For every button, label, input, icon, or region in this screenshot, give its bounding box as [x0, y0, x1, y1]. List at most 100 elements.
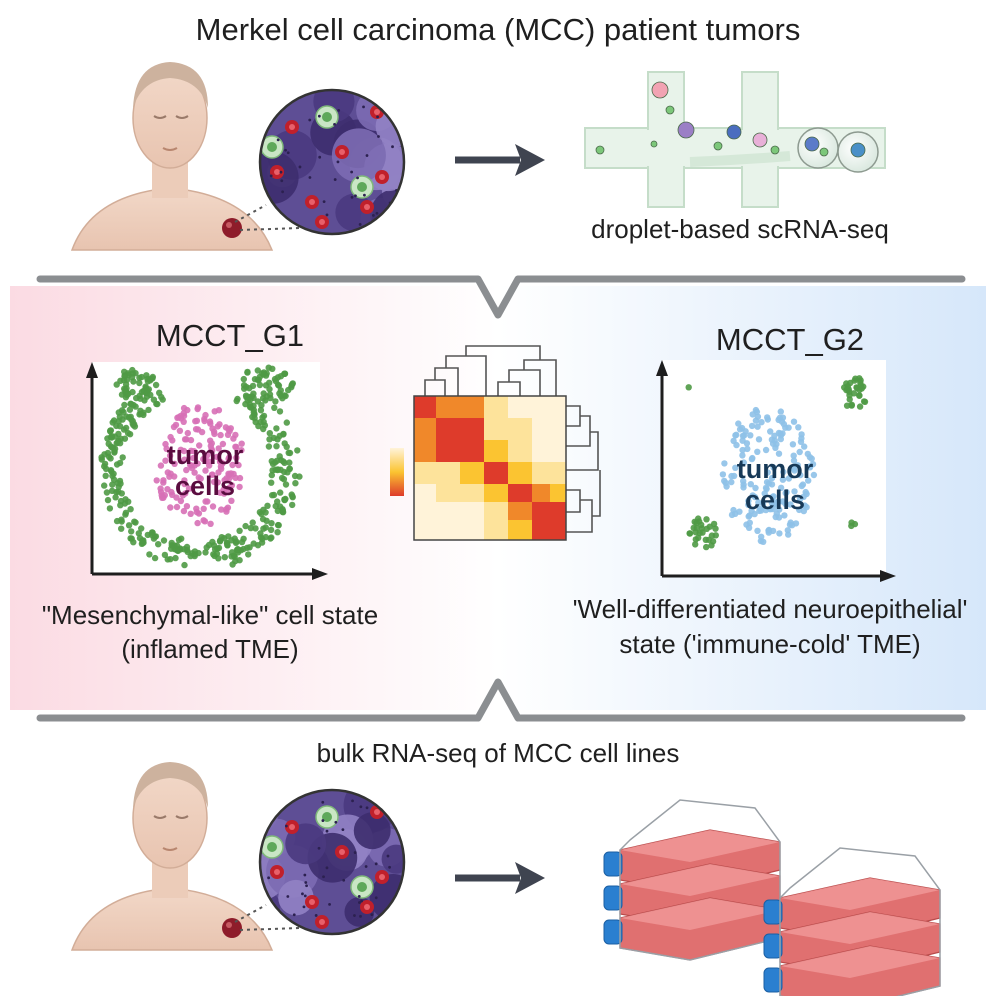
heatmap-cell [414, 418, 436, 440]
other-cell-point [127, 400, 134, 407]
tissue-speck [357, 895, 361, 898]
red-blood-cell [364, 204, 370, 210]
other-cell-point [187, 552, 194, 560]
other-cell-point [858, 385, 865, 392]
other-cell-point [708, 532, 716, 539]
tumor-cell-point [169, 437, 176, 444]
other-cell-point [257, 407, 265, 414]
tumor-cell-point [180, 418, 187, 425]
tumor-cell-point [202, 498, 209, 505]
tissue-speck [267, 876, 271, 880]
tissue-speck [333, 178, 337, 181]
tumor-cell-point [187, 436, 195, 444]
tissue-speck [358, 901, 361, 904]
other-cell-point [259, 395, 267, 402]
other-cell-point [127, 535, 134, 542]
heatmap-cell [550, 502, 566, 520]
other-cell-point [180, 546, 188, 553]
bottom-title: bulk RNA-seq of MCC cell lines [316, 738, 680, 768]
red-blood-cell [374, 109, 380, 115]
tissue-speck [314, 914, 318, 917]
heatmap-cell [484, 440, 508, 462]
tumor-cell-point [198, 428, 206, 436]
heatmap-cell [414, 520, 436, 540]
other-cell-point [260, 525, 267, 532]
tissue-speck [386, 854, 390, 858]
tumor-cell-point [752, 484, 759, 492]
heatmap-cell [508, 502, 532, 520]
heatmap-cell [508, 396, 532, 418]
tumor-cell-point [732, 432, 739, 439]
other-cell-point [289, 493, 296, 500]
heatmap-cell [460, 520, 484, 540]
other-cell-point [277, 466, 284, 473]
cell-particle [752, 132, 768, 148]
other-cell-point [138, 373, 145, 381]
other-cell-point [294, 447, 301, 454]
tissue-speck [364, 865, 368, 868]
heatmap-cell [436, 484, 460, 502]
red-blood-cell [374, 809, 380, 815]
heatmap-cell [460, 396, 484, 418]
heatmap-cell [550, 396, 566, 418]
tissue-speck [337, 108, 341, 112]
tumor-cell-point [765, 527, 772, 534]
other-cell-point [264, 502, 271, 509]
heatmap-cell [436, 396, 460, 418]
other-cell-point [110, 470, 117, 477]
tissue-speck [308, 118, 312, 122]
tumor-cell-point [194, 404, 202, 411]
other-cell-point [286, 459, 293, 466]
tumor-cell-point [202, 467, 209, 474]
heatmap-cell [460, 440, 484, 462]
tissue-speck [302, 905, 306, 909]
tumor-cell-point [801, 443, 808, 450]
red-blood-cell [309, 199, 315, 205]
tumor-cell-point [787, 501, 794, 508]
other-cell-point [289, 380, 296, 387]
heatmap-cell [436, 462, 460, 484]
heatmap-cell [414, 462, 436, 484]
tissue-speck [317, 846, 321, 850]
tumor-cell-point [180, 447, 188, 455]
other-cell-point [240, 545, 247, 553]
tumor-cell-point [228, 482, 236, 489]
heatmap-cell [460, 484, 484, 502]
g2-title: MCCT_G2 [715, 322, 865, 357]
other-cell-point [129, 366, 136, 374]
tissue-speck [376, 115, 379, 119]
tissue-speck [342, 878, 346, 882]
other-cell-point [249, 519, 256, 526]
tumor-cell [369, 874, 404, 921]
flask-layer [780, 878, 940, 910]
other-cell-point [125, 498, 132, 505]
other-cell-point [113, 381, 120, 388]
tissue-speck [284, 824, 288, 828]
g2-state-caption: 'Well-differentiated neuroepithelial' st… [572, 594, 968, 659]
tumor-cell-point [783, 489, 790, 496]
tumor-cell-point [747, 481, 754, 488]
red-blood-cell [274, 869, 280, 875]
other-cell-point [244, 397, 251, 404]
other-cell-point [125, 390, 132, 397]
other-cell-point [274, 529, 281, 536]
other-cell-point [266, 391, 274, 398]
other-cell-point [160, 537, 168, 544]
other-cell-point [218, 534, 225, 541]
tumor-cell-point [205, 458, 212, 465]
other-cell-point [202, 549, 209, 556]
other-cell-point [703, 525, 710, 532]
flask-layer [780, 946, 940, 978]
immune-cell [267, 142, 277, 152]
other-cell-point [119, 454, 126, 461]
heatmap-cell [532, 418, 550, 440]
bottom-bracket [36, 678, 966, 722]
cell-particle [650, 140, 658, 148]
tumor-cell-point [744, 445, 751, 453]
tumor-cell-point [758, 419, 765, 426]
tumor-cell-point [789, 441, 797, 448]
tissue-speck [391, 145, 394, 149]
heatmap-cell [532, 520, 550, 540]
tumor-cell-point [777, 408, 784, 415]
other-cell-point [281, 496, 288, 503]
